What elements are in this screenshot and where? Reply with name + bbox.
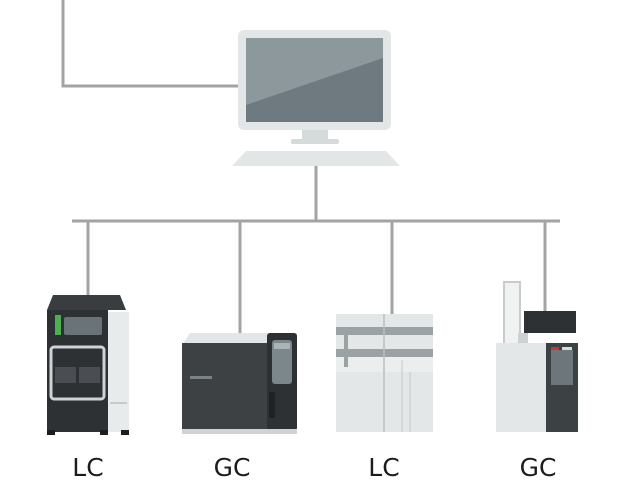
keyboard-icon <box>232 151 400 166</box>
gas-chromatograph-icon <box>182 333 297 434</box>
modular-lc-system-icon <box>336 314 433 432</box>
gc2-label: GC <box>519 453 557 482</box>
gc1-label: GC <box>213 453 251 482</box>
upstream-link <box>61 0 238 88</box>
monitor-neck <box>302 130 328 140</box>
gc-with-autosampler-icon <box>496 281 578 432</box>
lc2-label: LC <box>368 453 400 482</box>
screen-glare <box>246 38 383 105</box>
liquid-chromatograph-icon <box>47 295 129 435</box>
connection-lines <box>61 0 560 333</box>
computer-icon <box>232 30 400 166</box>
monitor-stand <box>291 139 339 144</box>
lc1-label: LC <box>72 453 104 482</box>
